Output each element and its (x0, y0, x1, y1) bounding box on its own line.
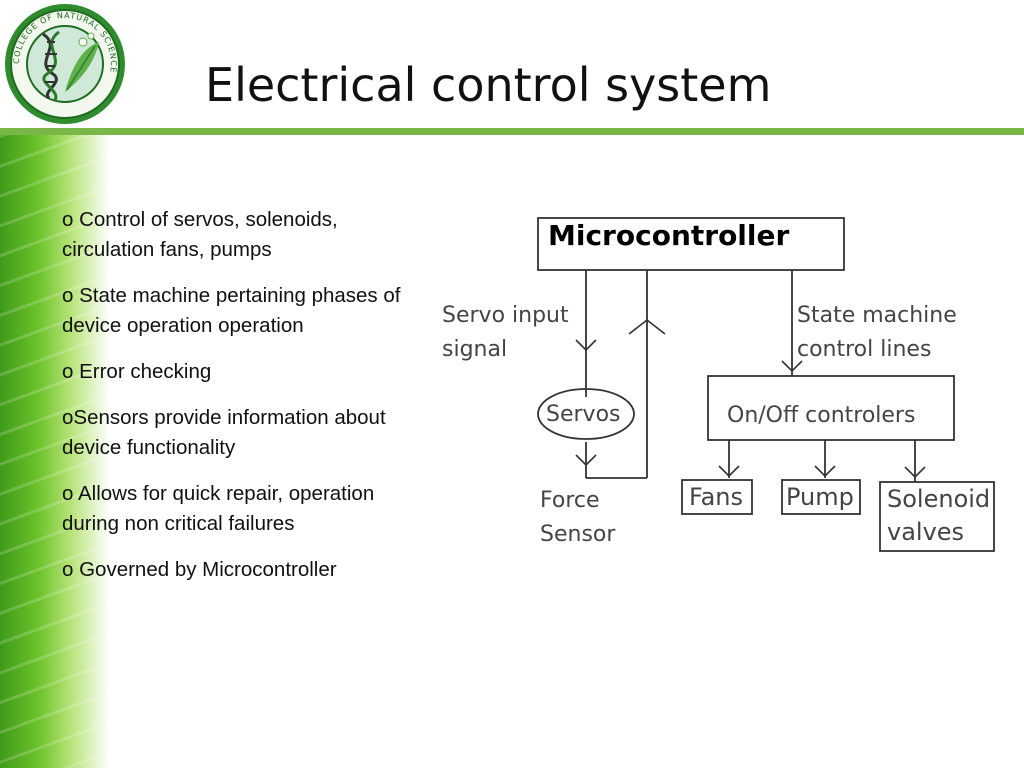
list-item: o Allows for quick repair, operation dur… (62, 482, 375, 535)
college-logo: COLLEGE OF NATURAL SCIENCE (5, 4, 125, 124)
list-item: o Control of servos, solenoids, circulat… (62, 208, 338, 261)
list-item: o State machine pertaining phases of dev… (62, 284, 401, 337)
servo-input-label-2: signal (442, 337, 507, 362)
fans-label: Fans (689, 483, 743, 511)
force-sensor-label: Force (540, 488, 600, 513)
down-arrow-icon (904, 466, 926, 479)
microcontroller-box (537, 217, 845, 271)
force-sensor-label-2: Sensor (540, 522, 616, 547)
list-item: oSensors provide information about devic… (62, 406, 386, 459)
bullet-list: o Control of servos, solenoids, circulat… (62, 205, 422, 601)
control-system-diagram: Microcontroller Servo input signal State… (442, 217, 995, 552)
down-arrow-icon (575, 454, 597, 467)
state-machine-label-2: control lines (797, 337, 931, 362)
down-arrow-icon (575, 339, 597, 352)
pump-box (781, 479, 861, 515)
microcontroller-label: Microcontroller (548, 219, 789, 252)
page-title: Electrical control system (205, 58, 772, 112)
fans-box (681, 479, 753, 515)
leaf-icon (65, 32, 99, 92)
down-arrow-icon (814, 465, 836, 478)
list-item: o Governed by Microcontroller (62, 558, 337, 581)
title-divider (0, 128, 1024, 135)
onoff-controllers-box (707, 375, 955, 441)
state-machine-label: State machine (797, 303, 957, 328)
solenoid-label-2: valves (887, 518, 964, 546)
list-item: o Error checking (62, 360, 212, 383)
solenoid-label: Solenoid (887, 485, 990, 513)
servo-input-label: Servo input (442, 303, 569, 328)
solenoid-box (879, 481, 995, 552)
pump-label: Pump (786, 483, 854, 511)
dna-icon (42, 30, 60, 101)
onoff-label: On/Off controlers (727, 403, 915, 428)
servos-ellipse (537, 388, 635, 440)
servos-label: Servos (546, 402, 621, 427)
up-arrow-icon (628, 318, 666, 335)
decorative-green-band (0, 135, 110, 768)
down-arrow-icon (718, 465, 740, 478)
down-arrow-icon (781, 360, 803, 373)
